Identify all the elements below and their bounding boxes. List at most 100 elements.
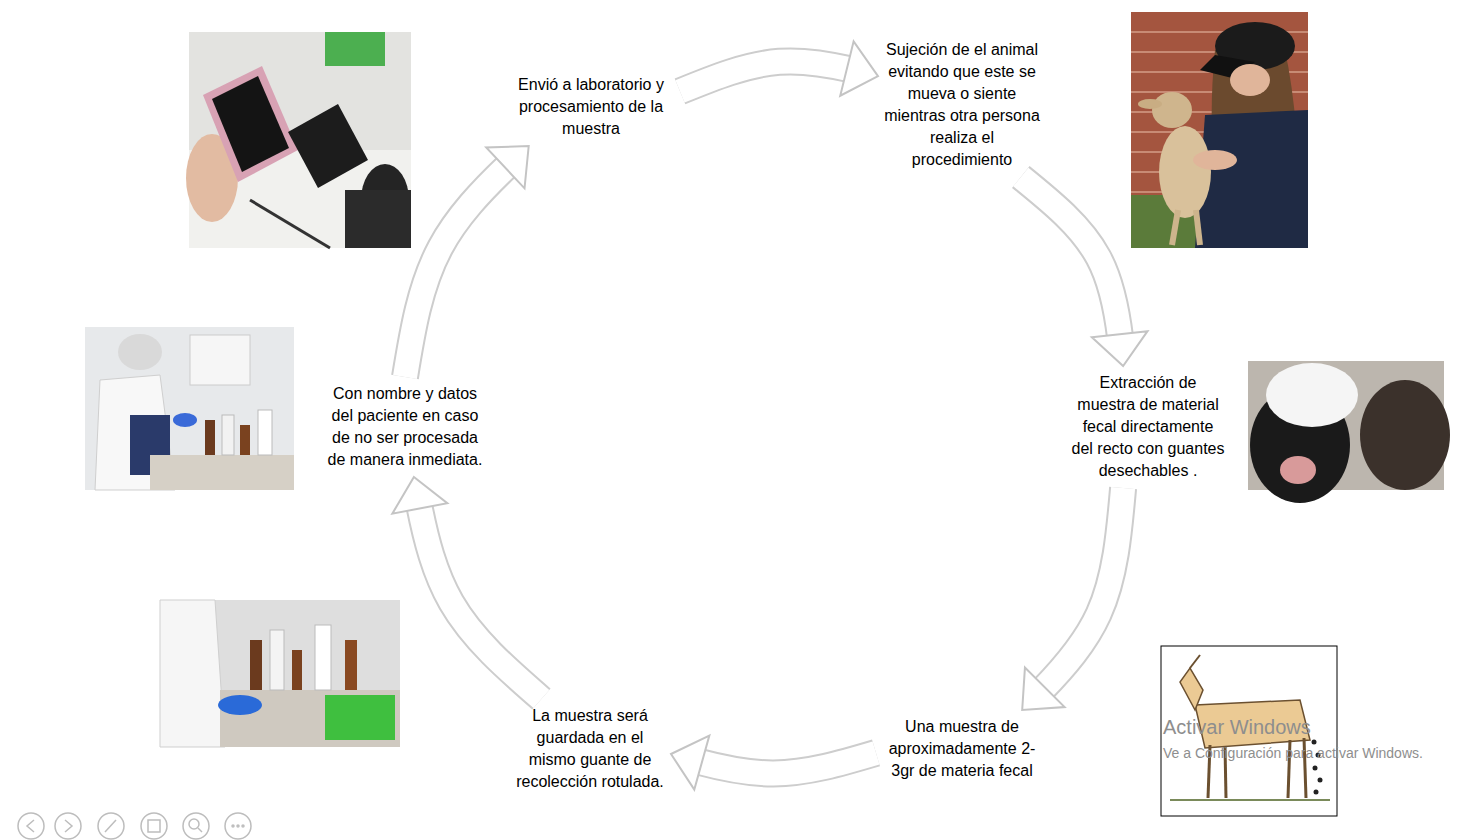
ground (1170, 799, 1330, 801)
control-button (141, 813, 167, 839)
arrow-shaft-edge (1022, 488, 1123, 710)
arrow-head (840, 41, 878, 95)
microscope-body (345, 190, 411, 248)
microscope-eyepiece (288, 104, 368, 188)
cycle-arrow (1021, 177, 1148, 366)
control-button (18, 813, 44, 839)
step-text: Sujeción de el animal evitando que este … (884, 39, 1040, 171)
step-text: Una muestra de aproximadamente 2-3gr de … (882, 716, 1042, 782)
step-text: Extracción de muestra de material fecal … (1071, 372, 1225, 482)
feces-dot (1314, 790, 1319, 795)
step-text-box: Extracción de muestra de material fecal … (1065, 366, 1231, 488)
bottle (222, 415, 234, 455)
watermark-text: Activar Windows (1163, 716, 1311, 739)
arrow-shaft-edge (405, 146, 529, 377)
step-text-box: Envió a laboratorio y procesamiento de l… (502, 68, 680, 146)
phone-case (203, 66, 298, 182)
photo-background (160, 600, 400, 747)
goat-leg (1196, 210, 1200, 245)
arrow-head (1022, 668, 1064, 710)
arrow-head (671, 736, 709, 790)
feces-dot (1313, 766, 1318, 771)
arrow-shaft (414, 477, 542, 699)
step-text-box: Con nombre y datos del paciente en caso … (316, 377, 494, 477)
feces-dot (1312, 740, 1317, 745)
blue-glove (218, 695, 262, 715)
goat-nose (1280, 456, 1316, 484)
bottle (315, 625, 331, 690)
goat-horn (1190, 655, 1200, 668)
watermark-text: Ve a Configuración para activar Windows. (1163, 745, 1423, 761)
control-button (98, 813, 124, 839)
whiteboard (190, 335, 250, 385)
more-icon (242, 825, 244, 827)
arrow-head (486, 146, 528, 188)
feces-dot (1318, 778, 1323, 783)
step-text-box: La muestra será guardada en el mismo gua… (509, 699, 671, 799)
slides-icon (148, 820, 160, 832)
step-text: La muestra será guardada en el mismo gua… (515, 705, 665, 793)
cycle-arrow (671, 736, 876, 790)
control-button (183, 813, 209, 839)
lab-bench-photo (160, 600, 400, 747)
cycle-arrow (392, 477, 541, 699)
control-button (55, 813, 81, 839)
bottle (345, 640, 357, 690)
step-text: Con nombre y datos del paciente en caso … (322, 383, 488, 471)
blue-glove (173, 413, 197, 427)
bottle (205, 420, 215, 455)
pen-icon (105, 820, 116, 832)
cycle-arrow (405, 146, 529, 377)
second-goat (1360, 380, 1450, 490)
control-button (225, 813, 251, 839)
arrow-shaft (405, 146, 529, 377)
surgical-cap (118, 334, 162, 370)
slideshow-controls (18, 813, 251, 839)
goat-leg (1172, 210, 1178, 245)
face (1230, 64, 1270, 96)
lab-coat (160, 600, 225, 747)
step-text-box: Sujeción de el animal evitando que este … (878, 33, 1046, 177)
bottle (258, 410, 272, 455)
bottle (270, 630, 284, 690)
brick-wall (1131, 12, 1308, 248)
arrow-shaft (1022, 488, 1123, 710)
goat-head (1152, 92, 1192, 128)
goat-holding-photo (1131, 12, 1308, 248)
more-icon (237, 825, 239, 827)
next-icon (65, 820, 72, 832)
white-tuft (1266, 363, 1358, 427)
previous-icon (27, 820, 34, 832)
bottle (292, 650, 302, 690)
photo-background (85, 327, 294, 490)
arrow-head (392, 477, 447, 514)
bottle (240, 425, 250, 455)
bench (150, 455, 294, 490)
microscope-photo (186, 32, 411, 248)
goat-neck (1180, 668, 1203, 710)
more-icon (232, 825, 234, 827)
goat-ear (1138, 99, 1162, 109)
step-text: Envió a laboratorio y procesamiento de l… (508, 74, 674, 140)
green-bag (325, 695, 395, 740)
zoom-icon (198, 828, 202, 832)
zoom-icon (189, 819, 199, 829)
goat-body (1159, 126, 1211, 218)
phone-screen (212, 76, 289, 172)
shirt (1195, 110, 1308, 248)
step-text-box: Una muestra de aproximadamente 2-3gr de … (876, 710, 1048, 788)
bottle (250, 640, 262, 690)
arm (1193, 150, 1237, 170)
cycle-arrow (680, 41, 878, 95)
cable (250, 200, 330, 248)
drawing-frame (1161, 646, 1337, 816)
goat-drawing (1161, 646, 1337, 816)
arrow-shaft-edge (414, 477, 542, 699)
cycle-arrow (1022, 488, 1123, 710)
goat-closeup-photo (1248, 361, 1450, 503)
green-bag (325, 32, 385, 66)
arrow-head (1092, 331, 1148, 366)
